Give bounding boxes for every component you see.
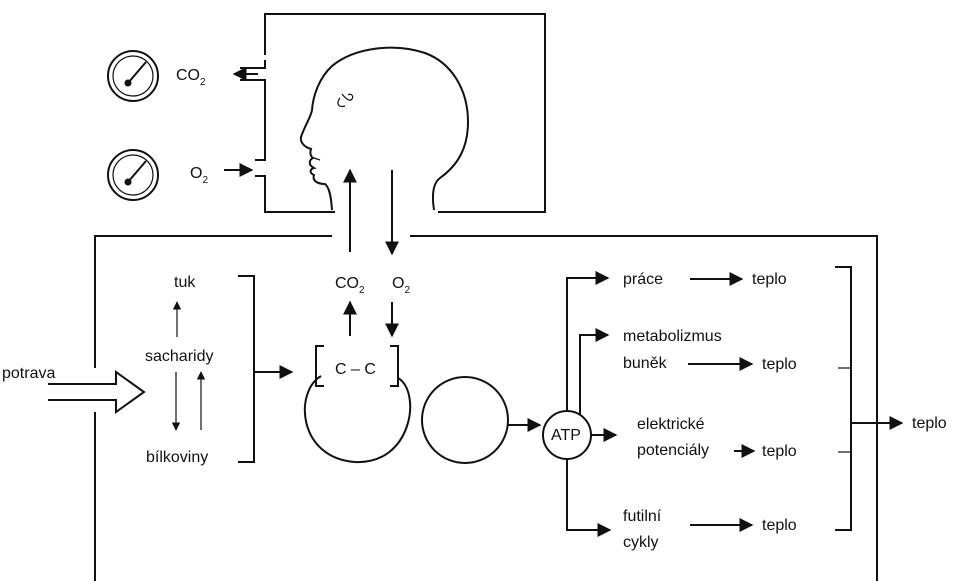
head-profile-icon xyxy=(301,48,468,210)
total-heat-label: teplo xyxy=(912,415,947,432)
heat-label: teplo xyxy=(752,271,787,288)
nutrients-bracket xyxy=(238,276,254,462)
futile-cycles-label-2: cykly xyxy=(623,534,659,551)
o2-exchange-label: O2 xyxy=(392,275,410,296)
food-arrow-icon xyxy=(48,372,144,412)
krebs-cycle xyxy=(305,376,410,462)
arrow-icon xyxy=(567,278,608,411)
arrow-icon xyxy=(580,335,608,414)
food-label: potrava xyxy=(2,365,55,382)
co2-measure-label: CO2 xyxy=(176,67,206,88)
arrow-icon xyxy=(567,459,610,530)
o2-measure-label: O2 xyxy=(190,165,208,186)
gauge-icon xyxy=(108,150,158,200)
heat-bracket xyxy=(835,267,851,530)
potentials-label: elektrické xyxy=(637,416,705,433)
proteins-label: bílkoviny xyxy=(146,449,208,466)
potentials-label-2: potenciály xyxy=(637,442,709,459)
co2-exchange-label: CO2 xyxy=(335,275,365,296)
respiratory-chain-cycle xyxy=(422,377,508,463)
heat-label: teplo xyxy=(762,443,797,460)
fat-label: tuk xyxy=(174,274,196,291)
gauge-icon xyxy=(108,51,158,101)
bond-bracket-right xyxy=(390,346,398,386)
work-label: práce xyxy=(623,271,663,288)
metabolism-label: metabolizmus xyxy=(623,328,722,345)
metabolism-label-2: buněk xyxy=(623,355,668,372)
heat-label: teplo xyxy=(762,356,797,373)
carbohydrates-label: sacharidy xyxy=(145,348,213,365)
atp-label: ATP xyxy=(551,427,581,444)
futile-cycles-label: futilní xyxy=(623,508,662,525)
heat-label: teplo xyxy=(762,517,797,534)
bond-label: C – C xyxy=(335,361,376,378)
